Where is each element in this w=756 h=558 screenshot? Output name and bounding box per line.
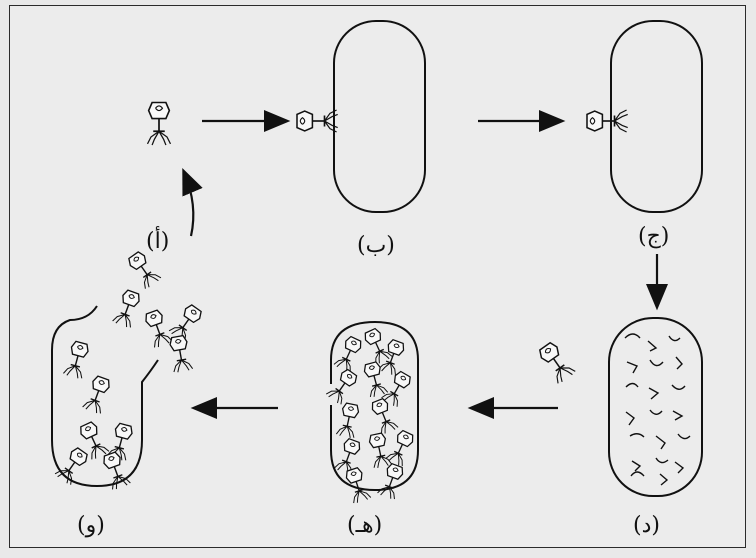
cell-e-phage-12: [377, 462, 404, 500]
cell-e-phage-9: [385, 429, 414, 467]
injecting-phage-c: [586, 109, 628, 133]
label-b: (ب): [357, 233, 395, 258]
label-e: (هـ): [347, 513, 383, 538]
released-phage-5: [169, 334, 194, 373]
cell-e-phage-3: [378, 338, 405, 376]
released-phage-3: [145, 309, 173, 348]
released-phage-4: [168, 304, 202, 342]
cell-e-phage-6: [381, 370, 411, 407]
cell-e-phage-11: [368, 432, 393, 468]
released-phage-2: [112, 289, 140, 328]
attached-phage-b: [296, 109, 338, 133]
label-d: (د): [633, 513, 660, 538]
cell-e-phage-8: [371, 397, 399, 435]
cell-e-phage-5: [363, 361, 389, 398]
label-c: (ج): [638, 224, 670, 249]
released-phage-6: [63, 340, 89, 379]
arrow-release-to-free-phage: [182, 167, 203, 237]
phage-near-cell-d: [538, 341, 576, 384]
bacterial-cell-e: [330, 320, 419, 492]
released-phage-1: [128, 251, 162, 289]
released-phage-8: [80, 421, 110, 460]
cell-e-phage-2: [364, 327, 393, 365]
label-a: (أ): [146, 229, 170, 254]
cell-e-phage-13: [345, 467, 372, 504]
released-phage-9: [107, 422, 133, 461]
bacterial-cell-b: [333, 20, 426, 213]
viral-dna-fragments: [624, 333, 691, 486]
released-phage-10: [54, 447, 88, 485]
bacterial-cell-d: [608, 317, 703, 497]
released-phage-11: [103, 451, 131, 490]
free-phage-a: [146, 101, 172, 146]
released-phage-7: [82, 375, 110, 414]
cell-e-phage-7: [335, 402, 360, 438]
cell-e-phage-4: [325, 368, 358, 405]
cell-e-phage-10: [334, 437, 361, 475]
bacterial-cell-c: [610, 20, 703, 213]
cell-e-phage-1: [333, 335, 362, 373]
label-f: (و): [77, 513, 105, 538]
